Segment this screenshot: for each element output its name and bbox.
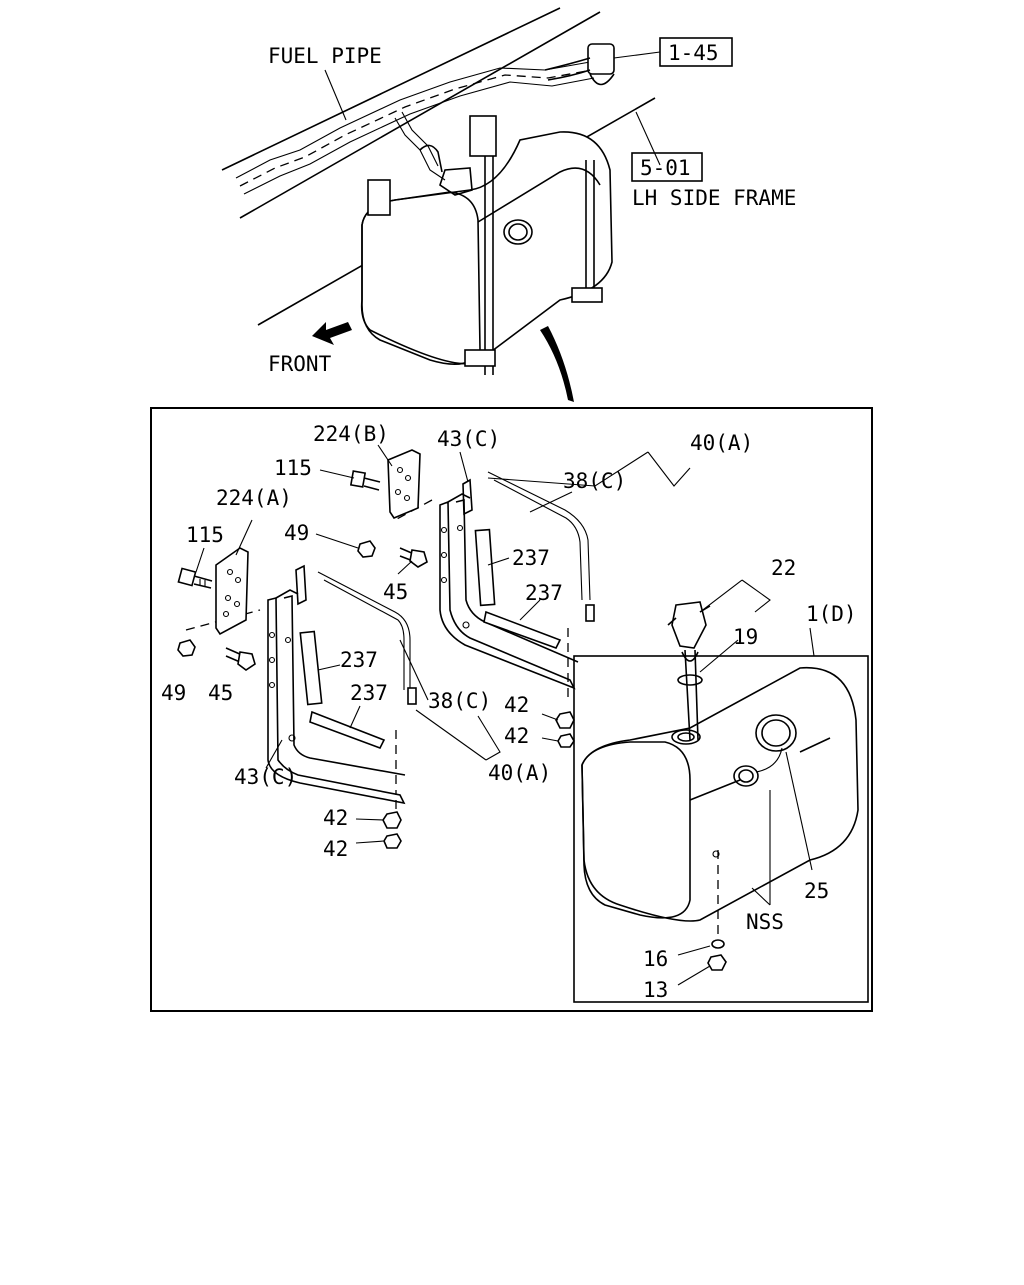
nut-49-left-drawing	[177, 639, 196, 657]
callout-40a-top: 40(A)	[690, 431, 753, 455]
plate-224b-drawing	[387, 449, 421, 519]
callout-45-left: 45	[208, 681, 233, 705]
ref-1-45-label: 1-45	[668, 41, 719, 65]
callout-25: 25	[804, 879, 829, 903]
callout-45-top: 45	[383, 580, 408, 604]
nuts-42-left-drawing	[382, 811, 402, 849]
callout-42-a: 42	[504, 693, 529, 717]
callout-237-d: 237	[350, 681, 388, 705]
callout-115-top: 115	[274, 456, 312, 480]
callout-16: 16	[643, 947, 668, 971]
callout-237-c: 237	[340, 648, 378, 672]
callout-42-b: 42	[504, 724, 529, 748]
callout-49-top: 49	[284, 521, 309, 545]
fuel-tank-detail	[581, 601, 859, 971]
bolt-115-top-drawing	[349, 470, 381, 491]
callout-224a: 224(A)	[216, 486, 292, 510]
leader-lines	[195, 444, 815, 986]
front-arrow-icon	[312, 322, 352, 345]
ref-5-01-label: 5-01	[640, 156, 691, 180]
plate-224a-drawing	[215, 547, 249, 636]
bolt-45-left-drawing	[225, 647, 256, 671]
callout-224b: 224(B)	[313, 422, 389, 446]
callout-19: 19	[733, 625, 758, 649]
callout-42-d: 42	[323, 837, 348, 861]
callout-40a-bottom: 40(A)	[488, 761, 551, 785]
ref-5-01-box: 5-01	[631, 152, 703, 182]
fuel-tank-overview	[360, 115, 613, 375]
callout-nss: NSS	[746, 910, 784, 934]
detail-frame	[150, 407, 873, 1012]
callout-43c-bottom: 43(C)	[234, 765, 297, 789]
fuel-filter-drawing	[544, 43, 615, 86]
callout-42-c: 42	[323, 806, 348, 830]
callout-38c-bottom: 38(C)	[428, 689, 491, 713]
callout-22: 22	[771, 556, 796, 580]
lh-side-frame-label: LH SIDE FRAME	[632, 186, 796, 210]
callout-115-left: 115	[186, 523, 224, 547]
callout-1d: 1(D)	[806, 602, 857, 626]
nut-49-top-drawing	[357, 540, 376, 558]
callout-13: 13	[643, 978, 668, 1002]
tank-assembly-frame	[573, 655, 869, 1003]
callout-237-a: 237	[512, 546, 550, 570]
bolt-45-top-drawing	[399, 547, 428, 568]
callout-49-left: 49	[161, 681, 186, 705]
ref-1-45-box: 1-45	[659, 37, 733, 67]
nuts-42-right-drawing	[555, 711, 575, 748]
callout-237-b: 237	[525, 581, 563, 605]
fuel-pipe-label: FUEL PIPE	[268, 44, 382, 68]
overview-illustration	[221, 7, 661, 402]
front-label: FRONT	[268, 352, 332, 376]
callout-43c-top: 43(C)	[437, 427, 500, 451]
bolt-115-left-drawing	[177, 567, 213, 589]
right-bracket-assembly	[394, 471, 595, 700]
callout-38c-top: 38(C)	[563, 469, 626, 493]
detail-pointer-arrow-icon	[540, 326, 574, 402]
fuel-pipe-drawing	[235, 61, 595, 195]
